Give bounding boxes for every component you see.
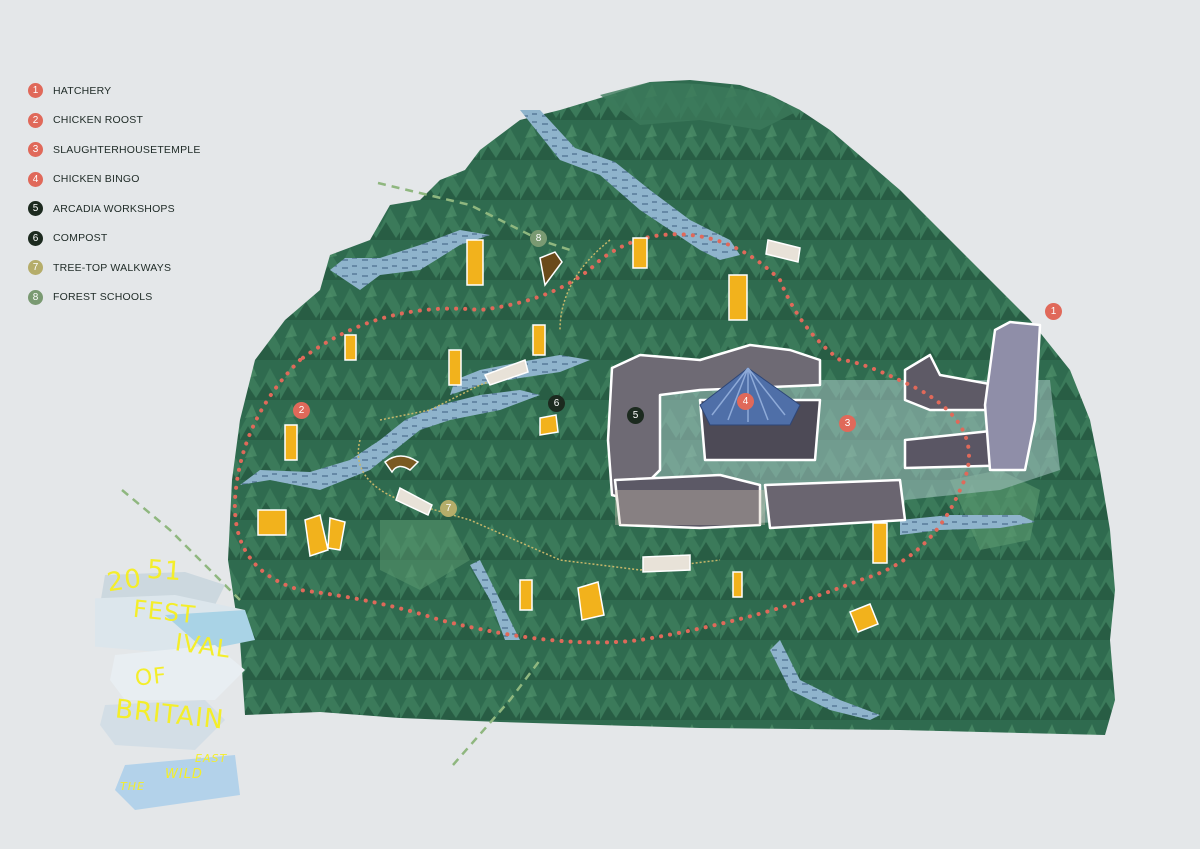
- roost-structure: [383, 455, 420, 474]
- legend-number-badge: 5: [28, 201, 43, 217]
- legend-number-badge: 7: [28, 260, 43, 276]
- map-marker-3[interactable]: 3: [839, 415, 856, 432]
- map-marker-2[interactable]: 2: [293, 402, 310, 419]
- legend-label: HATCHERY: [53, 84, 112, 97]
- festival-route: [232, 232, 971, 645]
- legend-label: FOREST SCHOOLS: [53, 291, 153, 304]
- river: [330, 230, 490, 290]
- legend-number-badge: 4: [28, 171, 43, 187]
- legend-label: SLAUGHTERHOUSETEMPLE: [53, 143, 201, 156]
- subtitle-east: EAST: [195, 752, 228, 765]
- legend-number-badge: 6: [28, 230, 43, 246]
- legend-item-chicken-roost: 2 CHICKEN ROOST: [28, 106, 228, 136]
- legend-item-tree-top-walkways: 7 TREE-TOP WALKWAYS: [28, 253, 228, 283]
- legend-label: TREE-TOP WALKWAYS: [53, 261, 172, 274]
- river: [770, 640, 880, 720]
- title-year-20: 20: [105, 563, 145, 599]
- legend-number-badge: 1: [28, 83, 43, 99]
- festival-title-collage: 20 51 FEST IVAL OF BRITAIN THE WILD EAST: [95, 555, 265, 820]
- legend-item-slaughterhouse-temple: 3 SLAUGHTERHOUSETEMPLE: [28, 135, 228, 165]
- legend-label: COMPOST: [53, 232, 108, 245]
- subtitle-wild: WILD: [165, 767, 203, 782]
- legend-item-arcadia-workshops: 5 ARCADIA WORKSHOPS: [28, 194, 228, 224]
- legend-label: CHICKEN ROOST: [53, 114, 144, 127]
- legend-label: ARCADIA WORKSHOPS: [53, 202, 175, 215]
- river: [520, 110, 740, 260]
- title-of: OF: [133, 663, 169, 692]
- river: [240, 390, 540, 490]
- legend-item-chicken-bingo: 4 CHICKEN BINGO: [28, 165, 228, 195]
- map-marker-6[interactable]: 6: [548, 395, 565, 412]
- legend-item-forest-schools: 8 FOREST SCHOOLS: [28, 283, 228, 313]
- map-marker-8[interactable]: 8: [530, 230, 547, 247]
- walkway-platforms: [395, 239, 801, 573]
- legend-label: CHICKEN BINGO: [53, 173, 140, 186]
- sky-collage-background: [95, 572, 255, 810]
- legend-item-hatchery: 1 HATCHERY: [28, 76, 228, 106]
- map-marker-7[interactable]: 7: [440, 500, 457, 517]
- legend-item-compost: 6 COMPOST: [28, 224, 228, 254]
- legend-number-badge: 2: [28, 112, 43, 128]
- title-year-51: 51: [145, 554, 184, 588]
- subtitle-the: THE: [120, 780, 145, 793]
- legend-number-badge: 3: [28, 142, 43, 158]
- river: [470, 560, 520, 640]
- river: [900, 515, 1035, 535]
- map-marker-4[interactable]: 4: [737, 393, 754, 410]
- legend-number-badge: 8: [28, 289, 43, 305]
- map-marker-5[interactable]: 5: [627, 407, 644, 424]
- walking-routes: [121, 181, 571, 766]
- map-legend: 1 HATCHERY 2 CHICKEN ROOST 3 SLAUGHTERHO…: [28, 76, 228, 312]
- yellow-structures: [257, 237, 888, 633]
- map-marker-1[interactable]: 1: [1045, 303, 1062, 320]
